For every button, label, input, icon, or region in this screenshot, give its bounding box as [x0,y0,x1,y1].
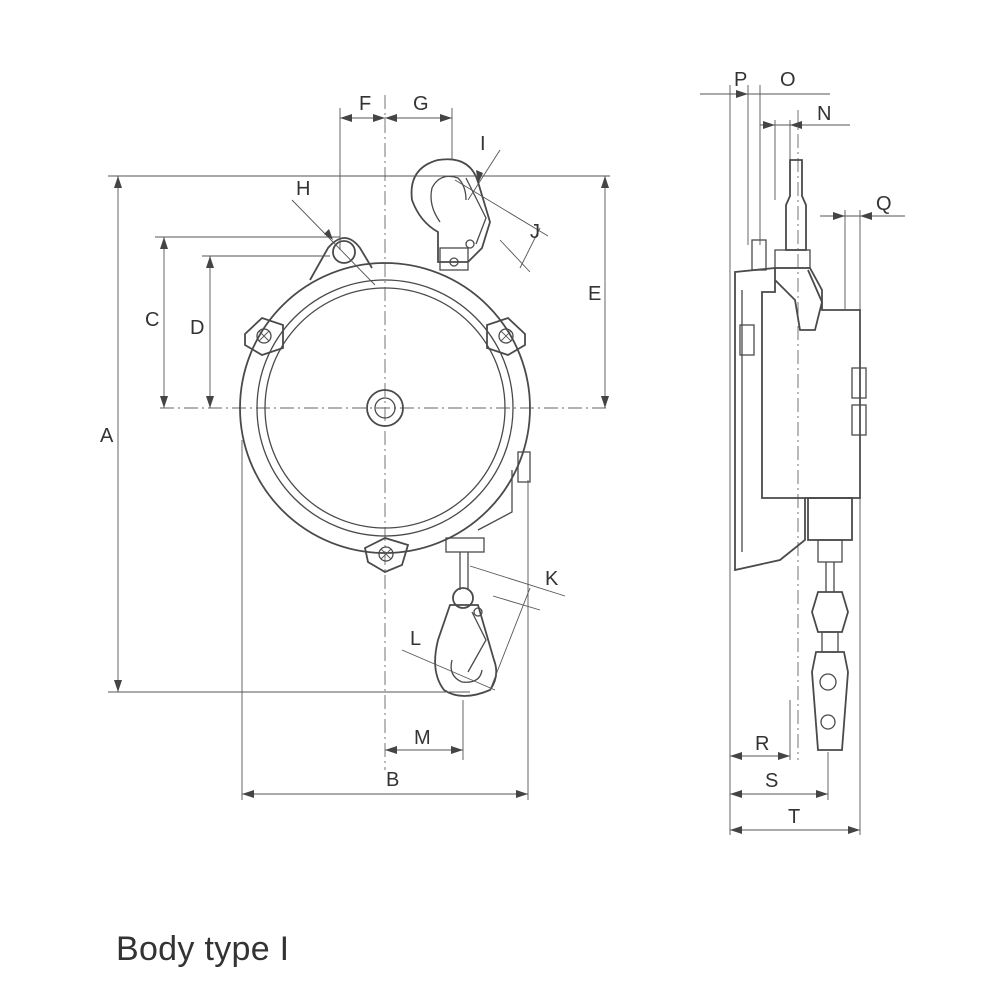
axle-hub-inner [374,397,396,419]
top-hook-latch [465,177,487,245]
dim-label-f: F [359,93,371,115]
dim-label-o: O [780,69,796,91]
drum-face [264,287,506,529]
side-body-back [734,267,806,572]
bottom-hook [434,537,498,697]
side-latch [517,451,531,483]
dim-label-p: P [734,69,747,91]
dim-label-t: T [788,806,800,828]
dim-label-g: G [413,93,429,115]
figure-caption: Body type I [116,930,290,968]
dim-label-l: L [410,628,421,650]
dim-label-h: H [296,178,310,200]
dim-label-j: J [530,221,540,243]
side-body-front [775,267,861,499]
side-cable-outlet [807,497,853,541]
bottom-hook-latch [467,611,487,673]
side-latch-back [739,324,755,356]
dim-label-d: D [190,317,204,339]
screw-boss-right [486,316,526,356]
top-hook [410,158,491,271]
dim-label-m: M [414,727,431,749]
cable-outlet [445,537,485,553]
side-hook-latch [774,269,823,331]
ear-hole [332,240,356,264]
dim-label-b: B [386,769,399,791]
screw-boss-left [244,316,284,356]
dim-label-s: S [765,770,778,792]
housing-inner-ring [256,279,514,537]
axle-hub-outer [366,389,404,427]
side-top-hook [785,159,807,251]
dim-label-c: C [145,309,159,331]
side-view: P O N Q R S T [700,69,905,835]
dim-label-i: I [480,133,486,155]
top-hook-swivel [439,247,469,271]
dim-label-n: N [817,103,831,125]
dim-label-e: E [588,283,601,305]
dim-label-r: R [755,733,769,755]
screw-boss-bottom [363,537,410,574]
bottom-swivel-eye [452,587,474,609]
dim-label-a: A [100,425,114,447]
dim-label-q: Q [876,193,892,215]
top-mounting-ear [309,237,373,281]
side-bottom-hook [811,651,849,751]
dim-label-k: K [545,568,559,590]
side-swivel [811,591,849,633]
side-housing-edge [477,470,513,531]
front-view: A C D E F G H I J K L M B [100,93,610,800]
